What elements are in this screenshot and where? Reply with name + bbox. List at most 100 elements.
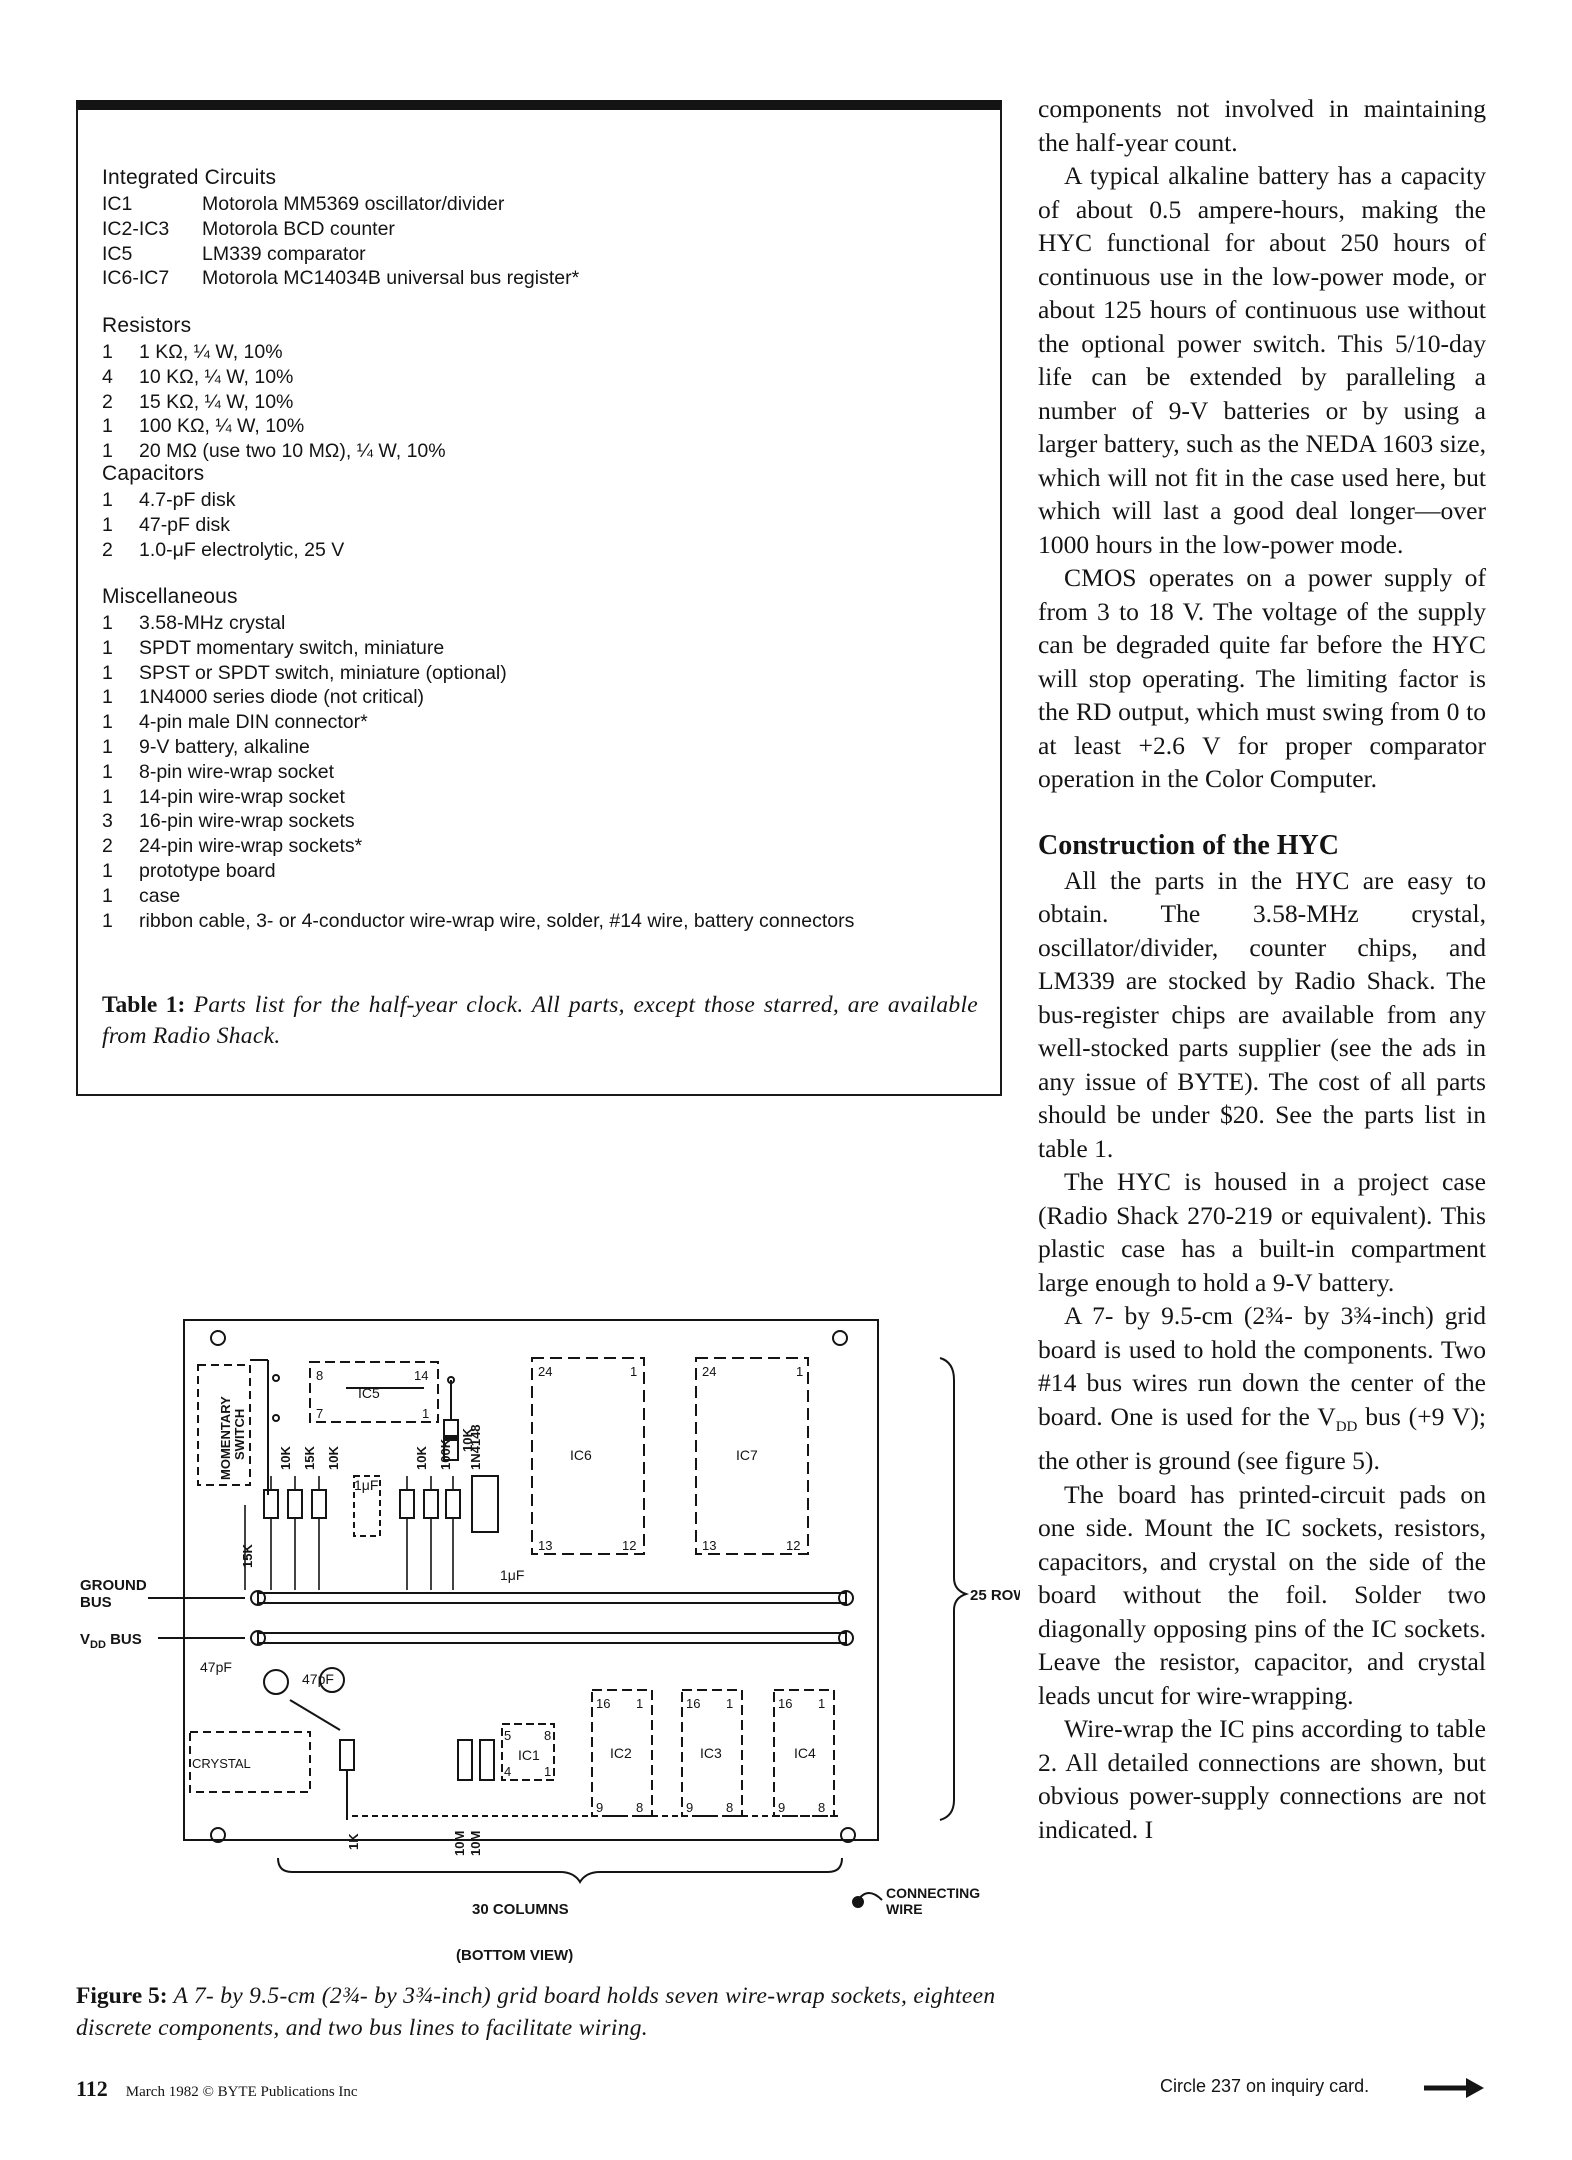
section-heading: Construction of the HYC [1038, 829, 1339, 861]
part-description: 9-V battery, alkaline [139, 736, 310, 758]
grid-board-figure: GROUND BUS VDD BUS 25 ROWS 30 COLUMNS (B… [80, 1319, 1020, 1964]
part-quantity: 3 [102, 810, 113, 833]
part-description: prototype board [139, 860, 276, 882]
ic6-socket [531, 1357, 645, 1555]
part-description: 3.58-MHz crystal [139, 612, 286, 634]
capacitor-47pf-label: 47pF [200, 1659, 232, 1675]
parts-list-row: 1 3.58-MHz crystal [102, 611, 285, 636]
page-number: 112 [76, 2076, 108, 2101]
part-quantity: 1 [102, 612, 113, 634]
part-quantity: 2 [102, 390, 113, 413]
part-description: SPST or SPDT switch, miniature (optional… [139, 661, 507, 684]
svg-text:14: 14 [414, 1368, 428, 1383]
part-quantity: 1 [102, 884, 113, 907]
part-quantity: 1 [102, 489, 113, 511]
parts-list-row: IC6-IC7 Motorola MC14034B universal bus r… [102, 266, 579, 291]
svg-text:16: 16 [686, 1696, 700, 1711]
part-quantity: 2 [102, 538, 113, 561]
parts-category-heading: Integrated Circuits [102, 166, 277, 189]
mounting-hole [210, 1827, 226, 1843]
view-label: (BOTTOM VIEW) [456, 1947, 573, 1964]
part-description: 4-pin male DIN connector* [139, 711, 368, 734]
part-description: 100 KΩ, ¼ W, 10% [139, 415, 305, 438]
page-footer: 112 March 1982 © BYTE Publications Inc [76, 2076, 358, 2102]
capacitor-47pf [263, 1669, 289, 1695]
crystal [189, 1731, 311, 1793]
part-quantity: 1 [102, 440, 113, 463]
part-description: SPDT momentary switch, miniature [139, 636, 445, 659]
columns-label: 30 COLUMNS [472, 1901, 569, 1918]
svg-text:1: 1 [796, 1364, 803, 1379]
part-quantity: 1 [102, 415, 113, 438]
part-description: 47-pF disk [139, 513, 231, 536]
paragraph: CMOS operates on a power supply of from … [1038, 563, 1486, 793]
rows-label: 25 ROWS [970, 1587, 1020, 1604]
ic5-socket [309, 1361, 439, 1423]
svg-text:9: 9 [686, 1800, 693, 1815]
parts-category-heading: Resistors [102, 314, 192, 337]
part-description: ribbon cable, 3- or 4-conductor wire-wra… [139, 909, 855, 932]
part-quantity: 4 [102, 365, 113, 388]
capacitor-47pf-label: 47pF [302, 1671, 334, 1687]
part-reference: IC6-IC7 [102, 267, 170, 290]
resistor-label: 10K [278, 1446, 293, 1470]
part-quantity: 1 [102, 686, 113, 709]
subscript: DD [1335, 1418, 1358, 1435]
part-reference: IC5 [102, 242, 133, 265]
svg-text:9: 9 [596, 1800, 603, 1815]
resistor-row-top [263, 1475, 499, 1537]
part-quantity: 1 [102, 785, 113, 808]
svg-text:4: 4 [504, 1764, 511, 1779]
part-reference: IC1 [102, 193, 133, 215]
svg-text:9: 9 [778, 1800, 785, 1815]
mounting-hole [210, 1330, 226, 1346]
part-reference: IC2-IC3 [102, 217, 170, 240]
footer-source: March 1982 © BYTE Publications Inc [125, 2084, 358, 2100]
columns-bracket [277, 1857, 843, 1884]
svg-text:8: 8 [544, 1728, 551, 1743]
part-description: Motorola MC14034B universal bus register… [202, 267, 580, 290]
crystal-label: CRYSTAL [192, 1756, 251, 1771]
svg-text:24: 24 [538, 1364, 552, 1379]
ic1-socket [457, 1723, 555, 1781]
svg-text:1: 1 [818, 1696, 825, 1711]
paragraph-text: A 7- by 9.5-cm (2¾- by 3¾-inch) grid boa… [1038, 1301, 1486, 1431]
ground-bus-label-1: GROUND [80, 1577, 147, 1594]
ic3-label: IC3 [700, 1745, 722, 1761]
vdd-bus [250, 1630, 854, 1646]
ic6-label: IC6 [570, 1447, 592, 1463]
svg-text:12: 12 [786, 1538, 800, 1553]
capacitor-47pf [319, 1667, 345, 1693]
table-caption-text: Parts list for the half-year clock. All … [102, 992, 979, 1049]
part-description: case [139, 884, 181, 907]
ic1-label: IC1 [518, 1747, 540, 1763]
diode-label: 1N4148 [468, 1424, 483, 1470]
part-quantity: 2 [102, 835, 113, 858]
svg-text:5: 5 [504, 1728, 511, 1743]
mounting-hole [832, 1330, 848, 1346]
ic7-socket [695, 1357, 809, 1555]
resistor-label: 15K [302, 1446, 317, 1470]
resistor-label: 10K [414, 1446, 429, 1470]
paragraph: The board has printed-circuit pads on on… [1038, 1479, 1486, 1710]
connecting-wire-label-2: WIRE [886, 1901, 923, 1917]
rows-bracket [939, 1357, 970, 1821]
svg-text:8: 8 [818, 1800, 825, 1815]
resistor-label: 100K [438, 1438, 453, 1470]
resistor-label: 10M [452, 1831, 467, 1856]
svg-text:1: 1 [544, 1764, 551, 1779]
